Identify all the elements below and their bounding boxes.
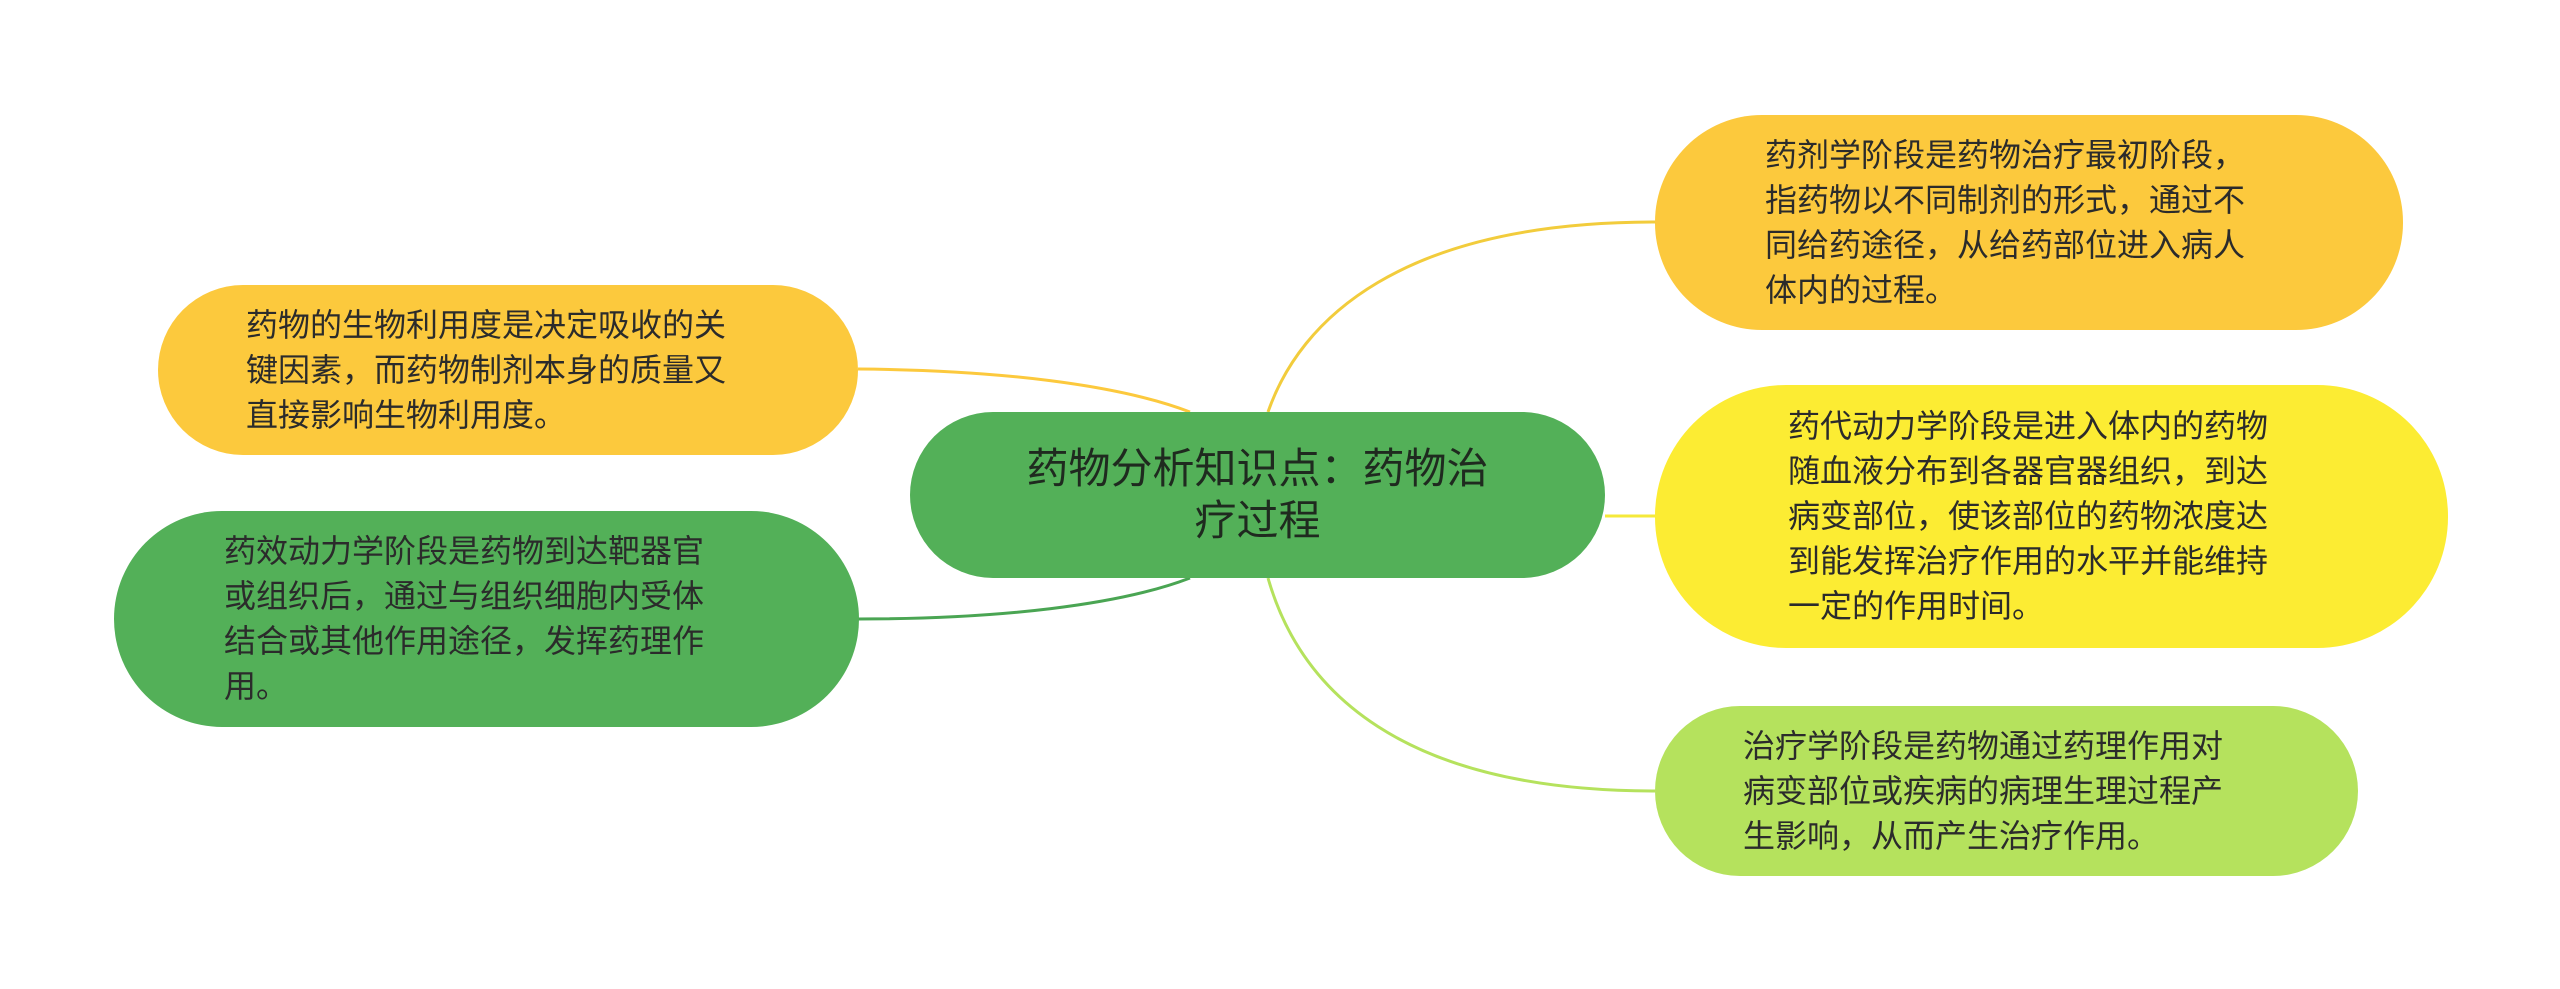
branch-node-pharmacokinetics[interactable]: 药代动力学阶段是进入体内的药物 随血液分布到各器官器组织，到达 病变部位，使该部… [1655, 385, 2448, 648]
branch-label: 药剂学阶段是药物治疗最初阶段， 指药物以不同制剂的形式，通过不 同给药途径，从给… [1765, 135, 2246, 309]
central-topic-label: 药物分析知识点：药物治 疗过程 [1026, 444, 1489, 545]
link-left-2 [857, 576, 1191, 621]
link-right-3 [1266, 577, 1656, 793]
branch-label: 药物的生物利用度是决定吸收的关 键因素，而药物制剂本身的质量又 直接影响生物利用… [246, 305, 727, 434]
branch-label: 治疗学阶段是药物通过药理作用对 病变部位或疾病的病理生理过程产 生影响，从而产生… [1743, 726, 2224, 855]
link-left-1 [857, 367, 1191, 414]
branch-node-therapeutics[interactable]: 治疗学阶段是药物通过药理作用对 病变部位或疾病的病理生理过程产 生影响，从而产生… [1655, 706, 2358, 876]
branch-node-pharmaceutics[interactable]: 药剂学阶段是药物治疗最初阶段， 指药物以不同制剂的形式，通过不 同给药途径，从给… [1655, 115, 2403, 330]
branch-node-bioavailability[interactable]: 药物的生物利用度是决定吸收的关 键因素，而药物制剂本身的质量又 直接影响生物利用… [158, 285, 858, 455]
link-right-1 [1266, 220, 1656, 413]
branch-label: 药效动力学阶段是药物到达靶器官 或组织后，通过与组织细胞内受体 结合或其他作用途… [224, 532, 705, 705]
central-topic-node[interactable]: 药物分析知识点：药物治 疗过程 [910, 412, 1605, 578]
branch-node-pharmacodynamics[interactable]: 药效动力学阶段是药物到达靶器官 或组织后，通过与组织细胞内受体 结合或其他作用途… [114, 511, 859, 727]
branch-label: 药代动力学阶段是进入体内的药物 随血液分布到各器官器组织，到达 病变部位，使该部… [1788, 407, 2269, 625]
